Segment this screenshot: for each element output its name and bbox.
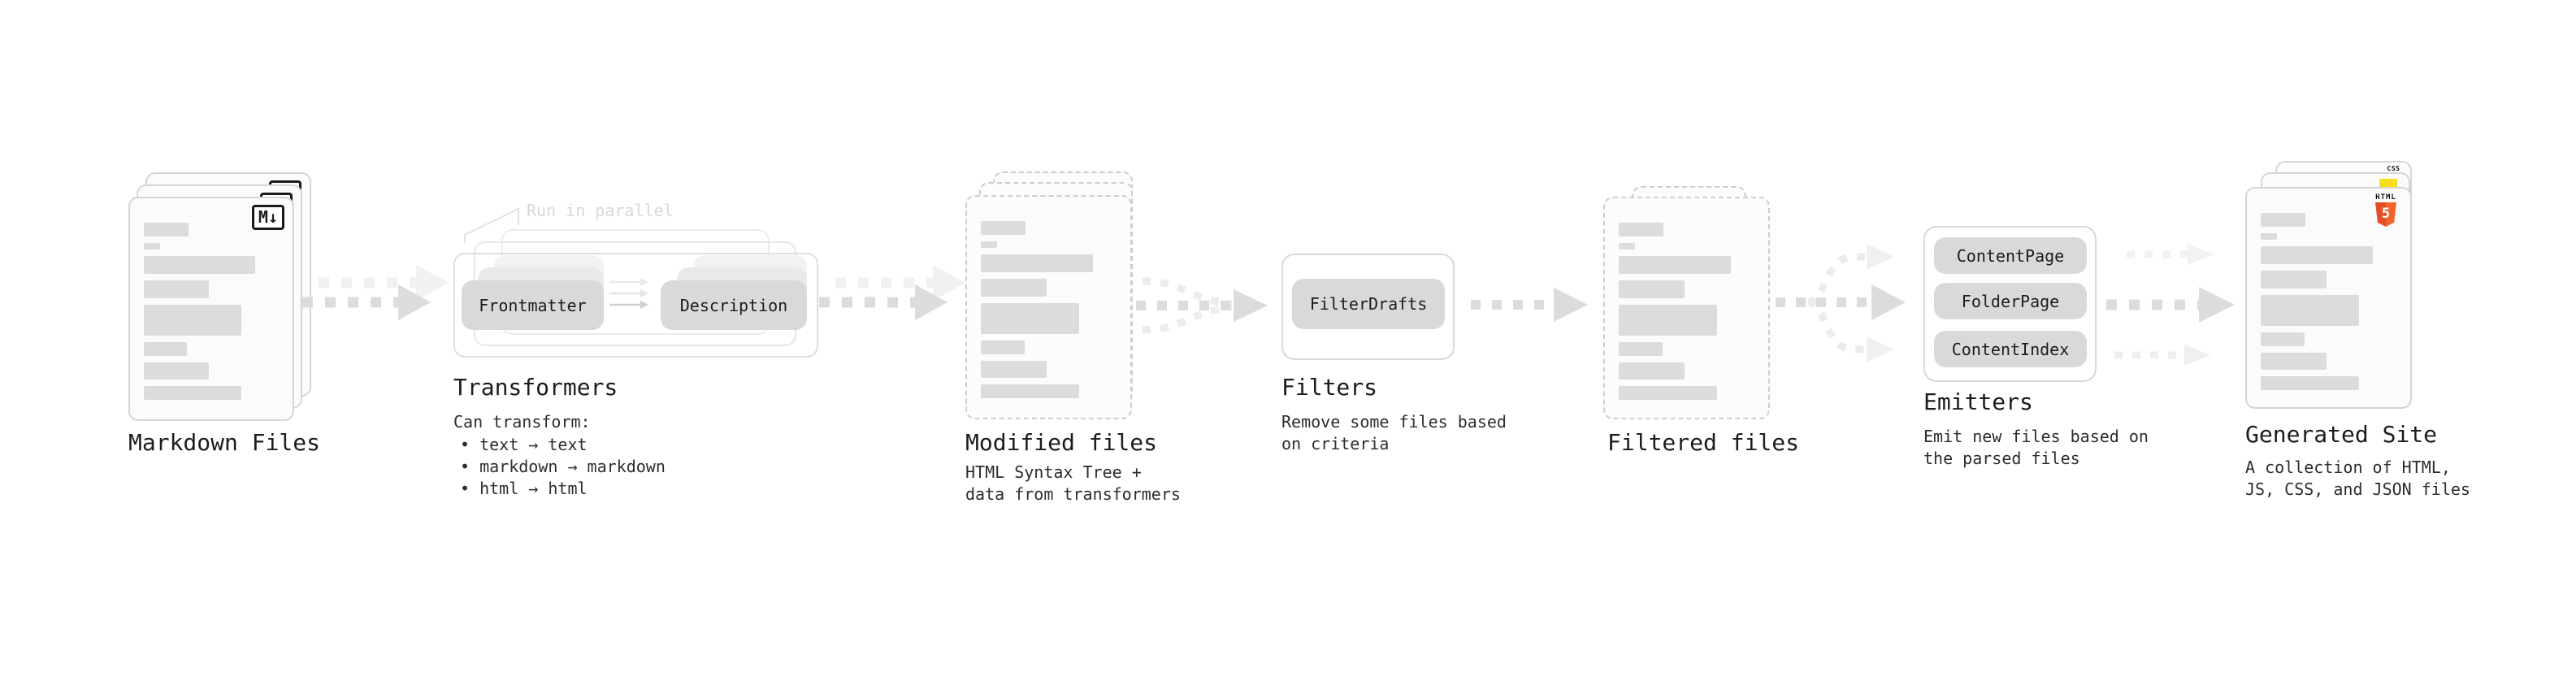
- doc-line: [144, 342, 188, 356]
- stage-label-filters: Filters: [1281, 374, 1378, 401]
- filters-desc: Remove some files based: [1281, 412, 1507, 432]
- emitter-pill-contentpage: ContentPage: [1934, 237, 2087, 274]
- doc-line: [981, 241, 998, 248]
- doc-line: [981, 303, 1079, 334]
- doc-line: [1619, 305, 1717, 336]
- emitter-pill-folderpage: FolderPage: [1934, 283, 2087, 319]
- generated-site-desc: A collection of HTML,: [2245, 458, 2451, 477]
- dashed-arrow-icon: [819, 265, 965, 320]
- arrow-filtered-to-emitters: [1776, 237, 1915, 369]
- doc-line: [981, 384, 1079, 398]
- triple-arrow-icon: [2106, 244, 2235, 366]
- stage-label-transformers: Transformers: [453, 374, 618, 401]
- dashed-arrow-icon: [1471, 288, 1588, 322]
- converge-arrow-icon: [1136, 277, 1268, 334]
- filters-desc: on criteria: [1281, 434, 1390, 453]
- doc-line: [144, 223, 189, 236]
- html5-icon: HTML 5: [2371, 193, 2400, 227]
- parallel-note: Run in parallel: [527, 201, 674, 220]
- doc-line: [981, 254, 1093, 272]
- file-card: [1603, 197, 1770, 419]
- doc-line: [2261, 271, 2327, 288]
- doc-line: [2261, 376, 2359, 390]
- doc-line: [1619, 362, 1685, 380]
- file-card: HTML 5: [2245, 187, 2412, 409]
- html5-shield: 5: [2375, 202, 2396, 227]
- doc-line: [144, 386, 242, 400]
- doc-line: [144, 362, 210, 380]
- stage-label-markdown-files: Markdown Files: [128, 429, 321, 456]
- fork-arrow-icon: [1776, 244, 1906, 362]
- stage-label-filtered-files: Filtered files: [1607, 429, 1800, 456]
- doc-line: [144, 243, 161, 249]
- stage-label-emitters: Emitters: [1923, 388, 2033, 415]
- doc-line: [1619, 256, 1731, 274]
- arrow-modified-to-filters: [1136, 273, 1276, 338]
- arrow-emitters-to-site: [2106, 242, 2246, 368]
- doc-line: [2261, 246, 2373, 264]
- doc-line: [981, 279, 1047, 297]
- doc-line: [1619, 280, 1685, 298]
- transformers-item: • markdown → markdown: [460, 457, 666, 476]
- doc-line: [2261, 233, 2278, 240]
- doc-line: [981, 340, 1025, 354]
- doc-placeholder-lines: [2261, 213, 2397, 390]
- stage-label-modified-files: Modified files: [965, 429, 1158, 456]
- doc-line: [1619, 386, 1717, 400]
- doc-line: [2261, 295, 2359, 326]
- doc-line: [2261, 353, 2327, 370]
- doc-placeholder-lines: [144, 223, 280, 400]
- doc-line: [144, 256, 255, 274]
- doc-line: [144, 280, 210, 298]
- emitter-pill-contentindex: ContentIndex: [1934, 331, 2087, 367]
- transformer-frame-front: [453, 253, 818, 358]
- doc-placeholder-lines: [981, 221, 1117, 398]
- arrow-transformers-to-modified: [819, 262, 974, 339]
- js-icon: [2379, 179, 2397, 189]
- doc-line: [981, 221, 1026, 235]
- small-arrows-icon: [609, 278, 648, 309]
- doc-line: [2261, 332, 2305, 346]
- doc-line: [144, 305, 242, 336]
- markdown-icon: M↓: [251, 205, 284, 230]
- transformers-item: • text → text: [460, 435, 588, 454]
- doc-line: [2261, 213, 2306, 227]
- parallel-note-leader-line: [457, 202, 530, 250]
- transformers-desc-title: Can transform:: [453, 412, 591, 432]
- emitters-desc: the parsed files: [1923, 449, 2080, 468]
- generated-site-desc: JS, CSS, and JSON files: [2245, 479, 2470, 499]
- filter-pill-filterdrafts: FilterDrafts: [1292, 279, 1445, 329]
- dashed-arrow-icon: [302, 265, 449, 320]
- emitters-desc: Emit new files based on: [1923, 427, 2149, 446]
- modified-files-desc: data from transformers: [965, 484, 1181, 504]
- doc-line: [981, 361, 1047, 378]
- arrow-markdown-to-transformers: [302, 262, 457, 339]
- modified-files-desc: HTML Syntax Tree +: [965, 462, 1142, 482]
- doc-line: [1619, 342, 1663, 356]
- transformer-pill-description: Description: [661, 280, 807, 330]
- doc-line: [1619, 223, 1664, 236]
- arrow-filters-to-filtered: [1471, 276, 1593, 333]
- stage-label-generated-site: Generated Site: [2245, 421, 2438, 448]
- doc-placeholder-lines: [1619, 223, 1755, 400]
- transformers-item: • html → html: [460, 479, 588, 498]
- file-card: M↓: [128, 197, 294, 421]
- leader-line-icon: [464, 207, 519, 243]
- transformer-parallel-arrows: [608, 275, 657, 312]
- file-card: [965, 195, 1132, 419]
- doc-line: [1619, 243, 1636, 249]
- transformer-pill-frontmatter: Frontmatter: [462, 280, 604, 330]
